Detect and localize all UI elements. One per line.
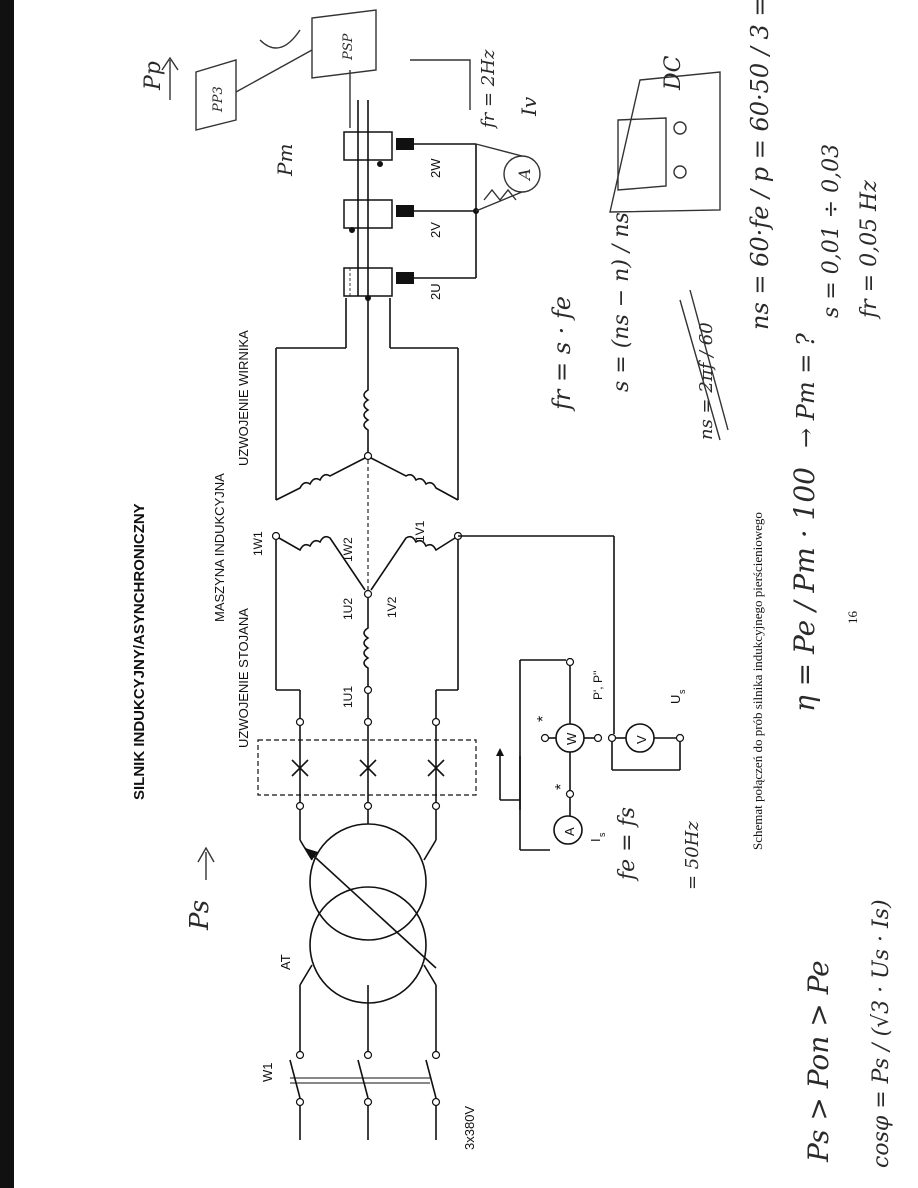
page-title: SILNIK INDUKCYJNY/ASYNCHRONICZNY [131, 503, 148, 800]
hand-dc: DC [661, 55, 686, 91]
terminal-1V1: 1V1 [413, 520, 427, 542]
hand-cos-phi: cosφ = Ps / (√3 · Us · Is) [869, 899, 894, 1168]
rotor-ammeter-sketch [475, 143, 541, 212]
hand-ps-arrow: Ps [185, 900, 215, 931]
hand-arrow-ps [197, 846, 215, 880]
slip-rings [343, 100, 479, 301]
rotor-terminal-2V: 2V [428, 222, 443, 238]
hand-fe-50: = 50Hz [682, 821, 703, 890]
power-label: P', P'' [591, 670, 605, 700]
hand-pm: → Pm = ? [792, 333, 820, 448]
heading-rotor: UZWOJENIE WIRNIKA [236, 330, 251, 466]
page-number: 16 [845, 611, 860, 625]
wattmeter-star-1: * [535, 716, 552, 722]
measurement-circuit [458, 535, 685, 851]
svg-text:ns = 2πf / 60: ns = 2πf / 60 [696, 322, 717, 440]
wattmeter-letter: W [564, 732, 579, 745]
terminal-1V2: 1V2 [385, 596, 399, 618]
hand-fr-formula: fr = s · fe [548, 296, 576, 412]
svg-text:I: I [588, 838, 603, 842]
current-label: I s [588, 832, 607, 842]
hand-psp-box: PSP [341, 33, 356, 61]
supply-lines [289, 985, 441, 1140]
wattmeter-star-2: * [553, 784, 570, 790]
hand-ps-gt: Ps > Pon > Pe [802, 960, 835, 1163]
terminal-1W1: 1W1 [251, 531, 265, 556]
hand-pe-box: PP3 [211, 86, 226, 113]
rotor-wiring [275, 298, 459, 501]
terminal-1U2: 1U2 [341, 598, 355, 620]
rotor-terminal-2W: 2W [428, 158, 443, 178]
autotransformer [295, 801, 441, 1004]
svg-text:U: U [668, 695, 683, 704]
fuse-block [257, 717, 477, 802]
svg-text:s: s [597, 832, 607, 837]
hand-fr-val: fr = 0,05 Hz [857, 180, 882, 320]
scan-edge [0, 0, 14, 1188]
hand-iv: Iv [517, 96, 541, 117]
svg-text:s: s [677, 689, 687, 694]
hand-s-range: s = 0,01 ÷ 0,03 [819, 144, 844, 318]
hand-fr-2: fr = 2Hz [478, 49, 499, 130]
rotor-terminal-2U: 2U [428, 283, 443, 300]
hand-fe-fs: fe = fs [615, 807, 640, 882]
hand-ns: ns = 60·fe / p = 60·50 / 3 = 1000 obr/mi… [746, 0, 774, 330]
heading-machine: MASZYNA INDUKCYJNA [212, 473, 227, 622]
hand-eta: η = Pe / Pm · 100 [788, 467, 821, 712]
voltmeter-letter: V [634, 735, 649, 744]
hand-pp-top: Pp [141, 61, 166, 91]
voltage-label: U s [668, 689, 687, 704]
heading-stator: UZWOJENIE STOJANA [236, 608, 251, 748]
terminal-1U1: 1U1 [341, 686, 355, 708]
switch-label: W1 [260, 1063, 275, 1083]
machine-set-sketch [161, 9, 721, 213]
hand-pm-top: Pm [273, 144, 297, 177]
ammeter-letter: A [562, 827, 577, 836]
stator-wiring [271, 458, 463, 718]
hand-s-formula: s = (ns − n) / ns [609, 212, 634, 392]
crossed-formula: ns = 2πf / 60 [679, 289, 729, 441]
autotransformer-label: AT [278, 954, 293, 970]
diagram-caption: Schemat połączeń do prób silnika indukcy… [750, 512, 765, 850]
rotor-ammeter-letter: A [515, 168, 534, 182]
supply-label: 3x380V [462, 1106, 477, 1150]
terminal-1W2: 1W2 [341, 537, 355, 562]
